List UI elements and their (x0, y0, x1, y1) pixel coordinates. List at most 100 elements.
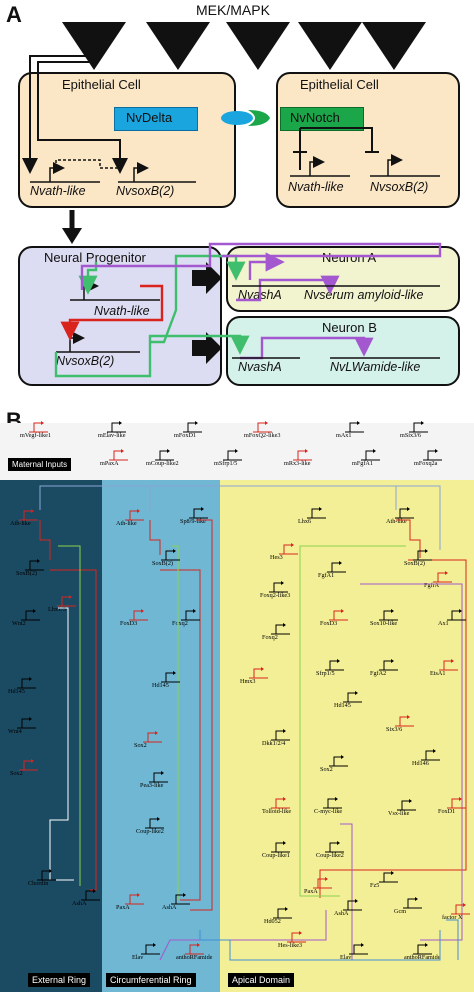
promoter-icon (451, 903, 470, 915)
notch-box (280, 107, 364, 131)
gene-node: Hd145 (334, 702, 351, 709)
maternal-gene: mSix3/6 (400, 432, 421, 439)
promoter-icon (155, 449, 174, 461)
promoter-icon (125, 893, 144, 905)
promoter-icon (447, 609, 466, 621)
progenitor-gene-ath: Nvath-like (94, 304, 150, 318)
gene-node: PaxA (304, 888, 318, 895)
promoter-icon (29, 421, 48, 433)
promoter-icon (141, 943, 160, 955)
gene-node: Hd145 (8, 688, 25, 695)
left-gene-soxb2: NvsoxB(2) (116, 184, 175, 198)
maternal-gene: mFoxq2a (414, 460, 438, 467)
progenitor-title: Neural Progenitor (44, 250, 146, 265)
promoter-icon (323, 797, 342, 809)
gene-node: Gcm (394, 908, 407, 915)
gene-node: Lhx6 (298, 518, 312, 525)
promoter-icon (125, 509, 144, 521)
maternal-gene: mAx1 (336, 432, 352, 439)
promoter-icon (21, 609, 40, 621)
gene-node: Pea3-like (140, 782, 164, 789)
promoter-icon (413, 943, 432, 955)
gene-node: AshA (334, 910, 349, 917)
gene-node: AshA (72, 900, 87, 907)
gene-node: Coup-like2 (136, 828, 164, 835)
gene-node: Hd146 (412, 760, 429, 767)
gene-node: FgfA2 (370, 670, 387, 677)
maternal-gene: mFgfA1 (352, 460, 373, 467)
gene-node: Hes3 (270, 554, 283, 561)
promoter-icon (25, 559, 44, 571)
gene-node: Wnt2 (12, 620, 26, 627)
neuron-b-cell (226, 316, 460, 386)
gene-node: Hmx3 (240, 678, 256, 685)
promoter-icon (343, 691, 362, 703)
gene-node: Sfrp1/5 (316, 670, 335, 677)
neuron-b-title: Neuron B (322, 320, 377, 335)
gene-node: AshA (162, 904, 177, 911)
promoter-icon (81, 889, 100, 901)
promoter-icon (17, 717, 36, 729)
promoter-icon (161, 549, 180, 561)
neuron-b-gene-ashA: NvashA (238, 360, 282, 374)
gene-node: Foxq2-like3 (260, 592, 291, 599)
promoter-icon (293, 449, 312, 461)
neuron-a-title: Neuron A (322, 250, 377, 265)
promoter-icon (343, 899, 362, 911)
gene-node: FgfrA (424, 582, 440, 589)
delta-label: NvDelta (126, 110, 173, 125)
gene-node: Dkk1/2/4 (262, 740, 286, 747)
promoter-icon (413, 549, 432, 561)
maternal-inputs-label: Maternal Inputs (8, 458, 72, 471)
maternal-gene: mCoup-like2 (146, 460, 179, 467)
gene-node: Hd052 (264, 918, 281, 925)
promoter-icon (143, 731, 162, 743)
promoter-icon (107, 421, 126, 433)
promoter-icon (307, 507, 326, 519)
maternal-gene: mPaxA (100, 460, 119, 467)
promoter-icon (361, 449, 380, 461)
gene-node: FoxD3 (320, 620, 338, 627)
panel-a-arrows (62, 22, 426, 70)
right-gene-soxb2: NvsoxB(2) (370, 180, 429, 194)
promoter-icon (253, 421, 272, 433)
gene-node: FgfA1 (318, 572, 335, 579)
gene-node: Sox2 (10, 770, 23, 777)
gene-node: Elav (132, 954, 144, 961)
panel-a-network (22, 55, 442, 378)
gene-node: Sox2 (320, 766, 333, 773)
promoter-icon (379, 609, 398, 621)
promoter-icon (433, 571, 452, 583)
promoter-icon (395, 715, 414, 727)
gene-node: Ath-like (386, 518, 407, 525)
promoter-icon (271, 729, 290, 741)
gene-node: Hd145 (152, 682, 169, 689)
promoter-icon (223, 449, 242, 461)
promoter-icon (271, 841, 290, 853)
gene-node: Chordin (28, 880, 49, 887)
promoter-icon (19, 509, 38, 521)
gene-node: Foxq2 (262, 634, 278, 641)
promoter-icon (149, 771, 168, 783)
gene-node: Elav (340, 954, 352, 961)
epithelial-cell-left-title: Epithelial Cell (62, 77, 141, 92)
promoter-icon (269, 581, 288, 593)
promoter-icon (329, 755, 348, 767)
maternal-gene: mVegf-like1 (20, 432, 51, 439)
promoter-icon (395, 507, 414, 519)
promoter-icon (345, 421, 364, 433)
promoter-icon (273, 907, 292, 919)
gene-node: C-myc-like (314, 808, 343, 815)
promoter-icon (397, 799, 416, 811)
promoter-icon (181, 609, 200, 621)
delta-box (114, 107, 198, 131)
promoter-icon (249, 667, 268, 679)
apical-domain-label: Apical Domain (228, 973, 295, 987)
gene-node: Sox2 (134, 742, 147, 749)
gene-node: SoxB(2) (404, 560, 425, 567)
promoter-icon (327, 561, 346, 573)
gene-node: FoxD1 (438, 808, 456, 815)
promoter-icon (19, 759, 38, 771)
promoter-icon (57, 595, 76, 607)
